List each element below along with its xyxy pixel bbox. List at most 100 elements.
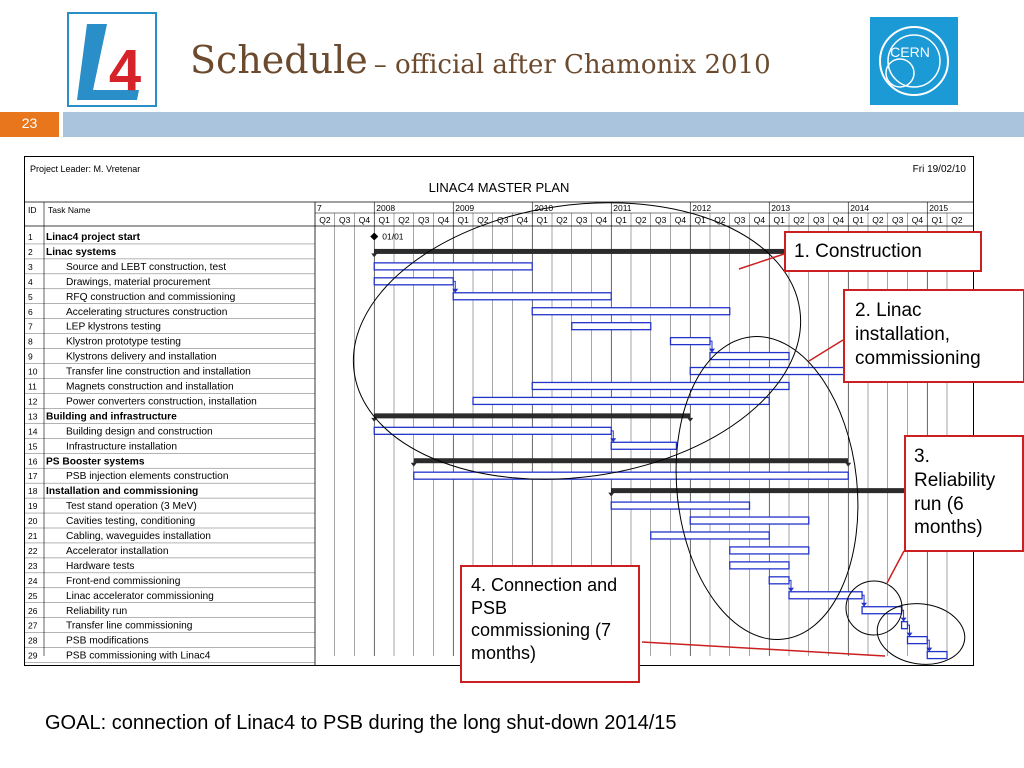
summary-bar	[611, 488, 947, 494]
task-bar	[531, 381, 790, 391]
quarter-label: Q4	[438, 215, 450, 225]
task-id: 25	[28, 591, 38, 601]
quarter-label: Q3	[418, 215, 430, 225]
gantt-title: LINAC4 MASTER PLAN	[429, 180, 570, 195]
quarter-label: Q3	[813, 215, 825, 225]
quarter-label: Q4	[754, 215, 766, 225]
quarter-label: Q3	[734, 215, 746, 225]
milestone-marker	[370, 232, 379, 241]
summary-bar-start-cap	[410, 462, 417, 467]
task-name: Magnets construction and installation	[66, 382, 234, 393]
summary-bar-end-cap	[687, 417, 694, 422]
task-id: 12	[28, 396, 38, 406]
task-bar	[689, 366, 849, 376]
quarter-label: Q4	[912, 215, 924, 225]
summary-bar	[374, 248, 859, 254]
year-label: 2008	[376, 203, 395, 213]
year-label: 7	[317, 203, 322, 213]
task-bar	[531, 307, 731, 316]
quarter-label: Q1	[457, 215, 469, 225]
task-name: PS Booster systems	[46, 456, 145, 467]
task-id: 19	[28, 501, 38, 511]
callout-construction: 1. Construction	[784, 231, 982, 272]
task-id: 10	[28, 367, 38, 377]
task-bar	[452, 292, 612, 301]
task-bar	[926, 650, 948, 660]
task-bar	[729, 561, 790, 570]
task-bar	[413, 471, 849, 480]
quarter-label: Q1	[694, 215, 706, 225]
quarter-label: Q2	[793, 215, 805, 225]
dependency-arrow	[861, 602, 868, 607]
quarter-label: Q4	[596, 215, 608, 225]
dependency-arrow	[906, 632, 913, 637]
task-id: 20	[28, 516, 38, 526]
task-id: 13	[28, 411, 38, 421]
task-bar	[768, 576, 790, 585]
task-id: 14	[28, 426, 38, 436]
task-bar	[669, 336, 711, 346]
quarter-label: Q2	[477, 215, 489, 225]
col-task-header: Task Name	[48, 205, 91, 215]
task-name: LEP klystrons testing	[66, 322, 161, 333]
task-id: 15	[28, 441, 38, 451]
task-name: Front-end commissioning	[66, 576, 181, 587]
callout-reliability-run: 3. Reliability run (6 months)	[904, 435, 1024, 552]
task-name: Installation and commissioning	[46, 486, 198, 497]
connection-ellipse	[876, 603, 966, 665]
task-id: 3	[28, 262, 33, 272]
task-name: Accelerator installation	[66, 546, 169, 557]
task-bar	[900, 621, 909, 630]
task-name: Power converters construction, installat…	[66, 396, 257, 407]
task-id: 27	[28, 621, 38, 631]
callout-linac-installation: 2. Linac installation, commissioning	[843, 289, 1024, 383]
task-id: 18	[28, 486, 38, 496]
page-title: Schedule– official after Chamonix 2010	[190, 38, 771, 82]
task-id: 7	[28, 322, 33, 332]
task-id: 6	[28, 307, 33, 317]
task-id: 5	[28, 292, 33, 302]
task-id: 16	[28, 456, 38, 466]
quarter-label: Q2	[872, 215, 884, 225]
year-label: 2009	[455, 203, 474, 213]
cern-logo-text: CERN	[890, 44, 930, 60]
task-name: Transfer line construction and installat…	[66, 367, 251, 378]
quarter-label: Q2	[714, 215, 726, 225]
task-name: Test stand operation (3 MeV)	[66, 501, 197, 512]
dependency-arrow	[900, 617, 907, 622]
task-bar	[610, 441, 678, 450]
task-id: 24	[28, 576, 38, 586]
task-name: Transfer line commissioning	[66, 621, 193, 632]
task-id: 29	[28, 651, 38, 661]
task-id: 28	[28, 636, 38, 646]
quarter-label: Q4	[675, 215, 687, 225]
task-name: Klystrons delivery and installation	[66, 352, 217, 363]
report-date: Fri 19/02/10	[913, 164, 967, 175]
task-bar	[373, 426, 612, 435]
linac4-logo: 4	[67, 12, 157, 107]
callout-3-leader	[886, 550, 905, 584]
task-id: 2	[28, 247, 33, 257]
summary-bar	[374, 413, 691, 419]
slide-number-badge	[0, 112, 59, 137]
task-bar	[373, 262, 533, 271]
task-name: Source and LEBT construction, test	[66, 262, 226, 273]
cern-logo: CERN	[870, 17, 958, 105]
task-name: Linac systems	[46, 247, 117, 258]
task-name: Reliability run	[66, 606, 127, 617]
task-name: PSB modifications	[66, 636, 149, 647]
year-label: 2015	[929, 203, 948, 213]
task-id: 4	[28, 277, 33, 287]
task-id: 21	[28, 531, 38, 541]
summary-bar	[413, 458, 849, 464]
task-name: Linac accelerator commissioning	[66, 591, 214, 602]
summary-bar-start-cap	[608, 492, 615, 497]
year-label: 2014	[850, 203, 869, 213]
quarter-label: Q1	[378, 215, 390, 225]
task-name: Hardware tests	[66, 561, 135, 572]
quarter-label: Q1	[852, 215, 864, 225]
quarter-label: Q3	[497, 215, 509, 225]
year-label: 2011	[613, 203, 632, 213]
dependency-arrow	[610, 438, 617, 443]
quarter-label: Q2	[635, 215, 647, 225]
